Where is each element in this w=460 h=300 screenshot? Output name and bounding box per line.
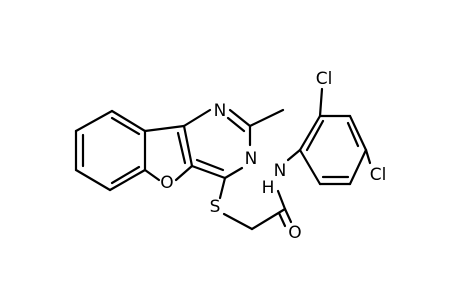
bond	[348, 114, 368, 152]
bond	[190, 164, 227, 180]
bond	[74, 109, 114, 133]
bond	[176, 131, 187, 165]
bond	[276, 189, 287, 211]
nitrogen-label-upper: N	[214, 101, 227, 121]
bond	[226, 116, 246, 133]
bond	[250, 207, 287, 231]
chlorine-label-upper: Cl	[316, 69, 333, 89]
bond	[223, 166, 244, 180]
amide-nitrogen-label: N	[274, 161, 287, 181]
carbonyl-oxygen-label: O	[288, 223, 301, 243]
bond	[283, 207, 293, 224]
furan-oxygen-label: O	[160, 173, 173, 193]
bond-lines	[74, 87, 372, 231]
bond	[108, 168, 147, 192]
atom-labels: N N O S O N H Cl Cl	[160, 69, 386, 243]
bond	[74, 168, 112, 192]
bond	[286, 148, 302, 162]
bond	[110, 109, 147, 133]
bond	[110, 165, 141, 185]
bond	[110, 116, 141, 136]
chlorine-label-lower: Cl	[370, 165, 387, 185]
bond	[298, 114, 322, 152]
bond	[348, 148, 368, 186]
bond	[182, 124, 194, 168]
bond	[228, 108, 252, 128]
bond	[364, 148, 372, 165]
bond	[318, 87, 324, 118]
bond	[305, 119, 325, 152]
bond	[143, 124, 186, 133]
bond	[174, 164, 194, 182]
bond	[277, 211, 287, 228]
bond	[346, 121, 360, 148]
nitrogen-label-lower: N	[245, 149, 258, 169]
sulfur-label: S	[210, 197, 221, 217]
bond	[143, 168, 161, 182]
bond	[218, 176, 227, 200]
amide-hydrogen-label: H	[262, 178, 275, 198]
bond	[222, 212, 254, 231]
bond	[195, 158, 225, 172]
bond	[298, 148, 322, 186]
bond	[248, 108, 285, 128]
bond	[182, 108, 212, 128]
